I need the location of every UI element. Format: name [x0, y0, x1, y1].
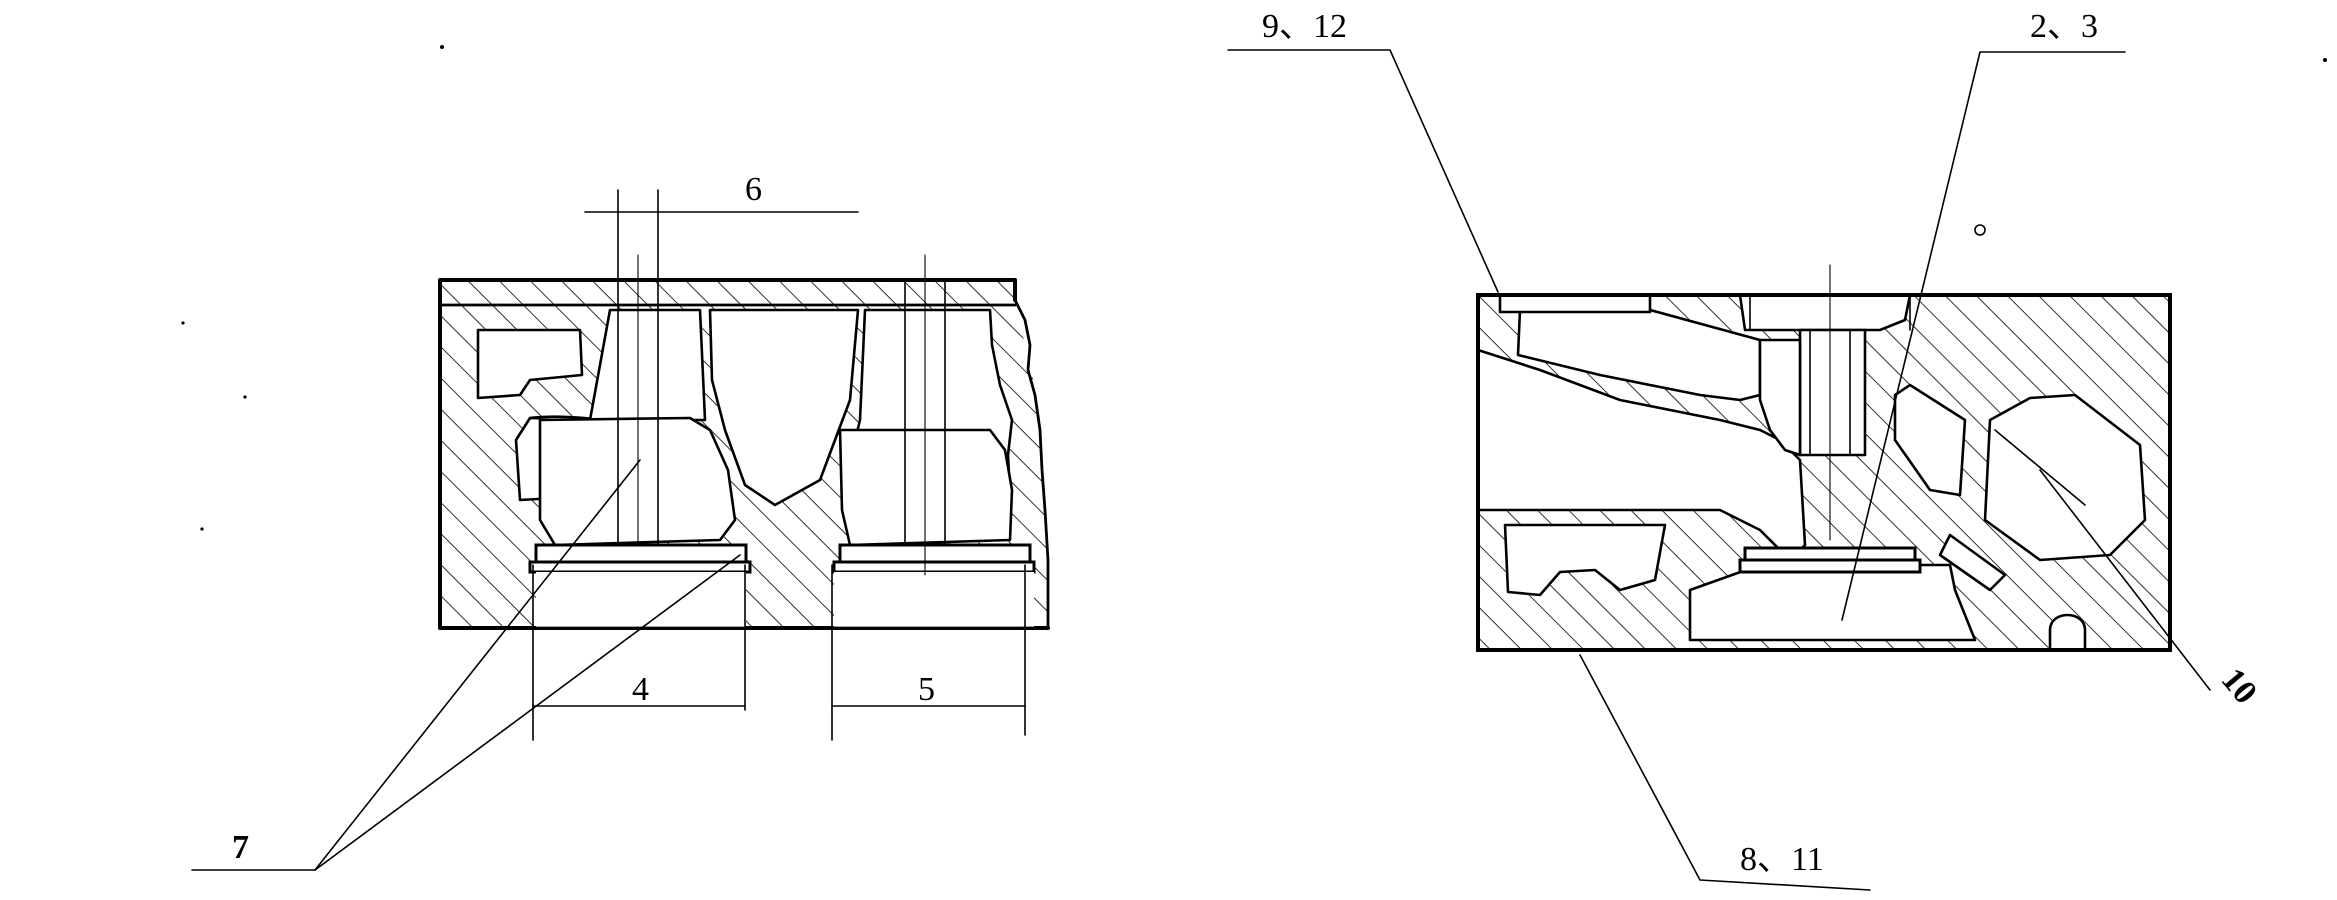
label-2-3: 2、3: [2030, 8, 2098, 45]
right-section-view: 9、12 2、3 10 8、11: [1227, 8, 2264, 891]
label-4: 4: [632, 671, 649, 708]
left-cavities: [476, 308, 1014, 547]
right-cavities: [1476, 293, 2147, 652]
scan-specks: [181, 45, 2327, 531]
label-7: 7: [232, 829, 249, 866]
label-5: 5: [918, 671, 935, 708]
left-bottom-plates: [438, 543, 1050, 630]
left-pins: [617, 189, 946, 576]
small-circle-mark: [1974, 224, 1986, 236]
label-6: 6: [745, 171, 762, 208]
right-outline: [1476, 293, 2172, 652]
label-9-12: 9、12: [1262, 8, 1347, 45]
left-dimensions: [532, 211, 1026, 741]
left-section-view: 6 4 5 7: [191, 171, 1050, 871]
label-10: 10: [2214, 661, 2264, 711]
label-8-11: 8、11: [1740, 841, 1824, 878]
left-leader-7: [191, 459, 741, 871]
right-leaders: [1227, 49, 2211, 891]
